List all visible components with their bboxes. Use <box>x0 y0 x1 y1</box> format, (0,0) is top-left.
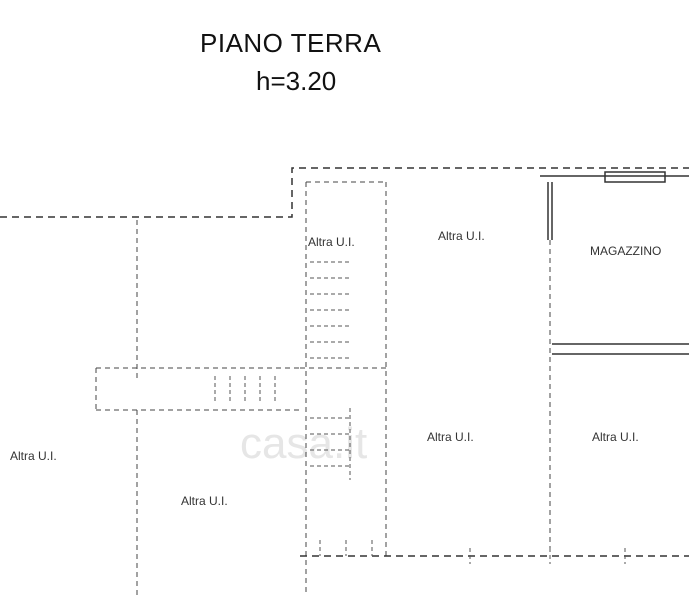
watermark-text: casa.it <box>240 419 367 468</box>
room-label-center: Altra U.I. <box>427 430 474 444</box>
upper-stair-steps <box>310 261 350 359</box>
corridor-steps <box>214 376 276 404</box>
room-label-bottom-left: Altra U.I. <box>181 494 228 508</box>
top-boundary-wall <box>0 167 689 218</box>
plan-height: h=3.20 <box>256 66 337 96</box>
room-label-right: Altra U.I. <box>592 430 639 444</box>
plan-title: PIANO TERRA <box>200 28 382 58</box>
room-label-magazzino: MAGAZZINO <box>590 244 661 258</box>
top-window <box>604 171 666 183</box>
bottom-ticks <box>319 540 626 564</box>
room-label-stair-top: Altra U.I. <box>308 235 355 249</box>
room-label-far-left: Altra U.I. <box>10 449 57 463</box>
room-label-top-center: Altra U.I. <box>438 229 485 243</box>
